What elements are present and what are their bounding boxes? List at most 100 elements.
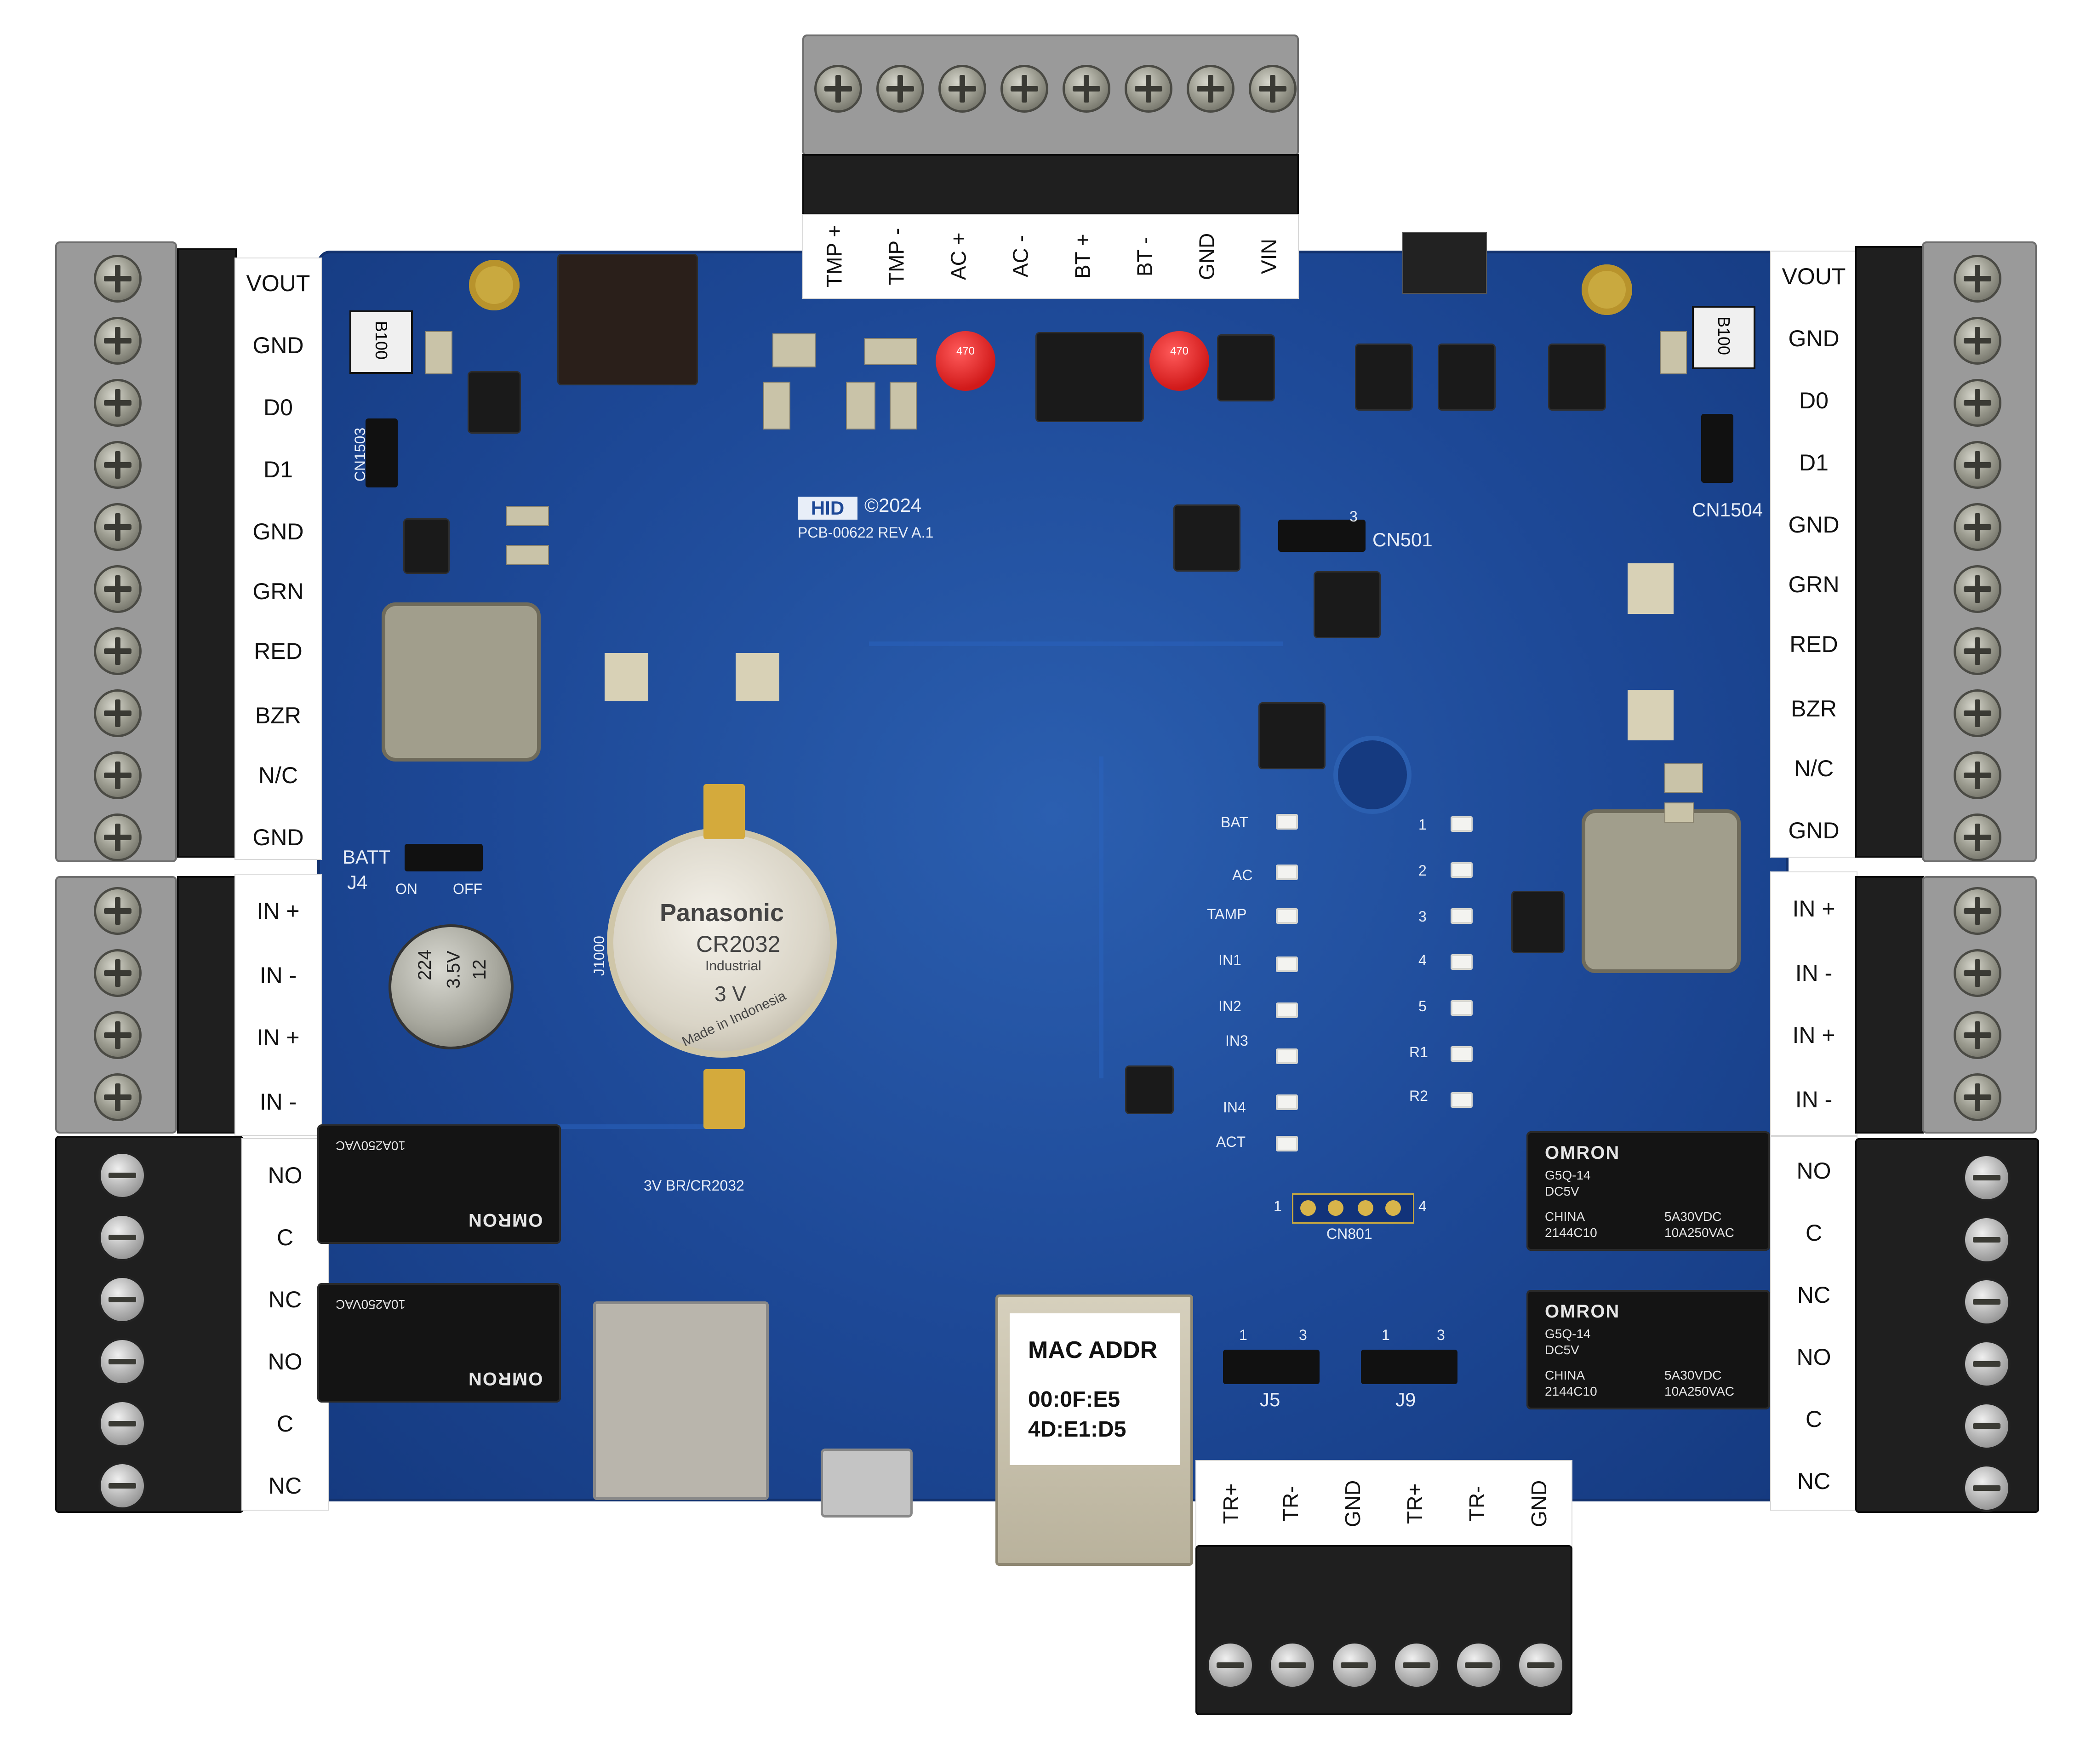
terminal-screw[interactable] <box>1954 1011 2001 1059</box>
terminal-screw[interactable] <box>94 565 142 613</box>
ic-chip <box>1356 345 1412 409</box>
terminal-screw[interactable] <box>1963 1402 2011 1450</box>
terminal-screw[interactable] <box>1954 317 2001 365</box>
terminal-screw[interactable] <box>94 503 142 551</box>
terminal-screw[interactable] <box>1954 565 2001 613</box>
left-relay-terminal-block[interactable] <box>55 1136 244 1513</box>
right-relay-terminal-block[interactable] <box>1855 1138 2039 1513</box>
terminal-screw[interactable] <box>1954 441 2001 489</box>
terminal-screw[interactable] <box>1954 627 2001 675</box>
terminal-screw[interactable] <box>94 813 142 861</box>
pin-label: NC <box>268 1473 302 1499</box>
cn501-jumper[interactable] <box>1278 520 1366 552</box>
top-terminal-plug[interactable] <box>802 34 1299 156</box>
led-label: 4 <box>1418 952 1427 968</box>
left-mid-terminal-plug[interactable] <box>55 876 177 1134</box>
terminal-screw[interactable] <box>1249 65 1297 113</box>
ethernet-jack[interactable]: MAC ADDR 00:0F:E5 4D:E1:D5 <box>995 1294 1193 1566</box>
sd-card-slot[interactable] <box>593 1301 769 1500</box>
terminal-screw[interactable] <box>1517 1641 1565 1689</box>
pin-number: 3 <box>1349 508 1358 525</box>
terminal-screw[interactable] <box>1954 887 2001 935</box>
terminal-screw[interactable] <box>94 255 142 303</box>
terminal-screw[interactable] <box>94 379 142 427</box>
terminal-screw[interactable] <box>1455 1641 1503 1689</box>
terminal-screw[interactable] <box>1000 65 1048 113</box>
terminal-screw[interactable] <box>94 689 142 737</box>
dip-switch[interactable] <box>559 255 697 384</box>
pin-label: BT - <box>1132 236 1157 276</box>
terminal-screw[interactable] <box>1954 379 2001 427</box>
terminal-screw[interactable] <box>98 1214 146 1261</box>
led-label: 2 <box>1418 862 1427 879</box>
terminal-screw[interactable] <box>1954 751 2001 799</box>
terminal-screw[interactable] <box>1963 1340 2011 1388</box>
batt-jumper[interactable] <box>405 844 483 871</box>
terminal-screw[interactable] <box>1206 1641 1254 1689</box>
terminal-screw[interactable] <box>1954 689 2001 737</box>
terminal-screw[interactable] <box>1963 1464 2011 1512</box>
header-pin <box>1300 1200 1316 1216</box>
terminal-screw[interactable] <box>94 1011 142 1059</box>
terminal-screw[interactable] <box>1125 65 1172 113</box>
tamper-switch[interactable] <box>1402 232 1487 294</box>
pin-label: IN - <box>1795 960 1833 986</box>
terminal-screw[interactable] <box>98 1276 146 1323</box>
cn1504-jumper[interactable] <box>1701 414 1733 483</box>
cn1504-label: CN1504 <box>1692 499 1763 521</box>
terminal-screw[interactable] <box>94 751 142 799</box>
terminal-screw[interactable] <box>1393 1641 1440 1689</box>
pin-label: BT + <box>1070 234 1095 279</box>
terminal-screw[interactable] <box>1954 503 2001 551</box>
status-led <box>1451 908 1473 924</box>
usb-port[interactable] <box>821 1449 913 1518</box>
terminal-screw[interactable] <box>1331 1641 1378 1689</box>
terminal-screw[interactable] <box>1963 1278 2011 1326</box>
terminal-screw[interactable] <box>98 1338 146 1386</box>
pin-label: N/C <box>258 762 298 788</box>
cap-text: 12 <box>469 959 490 980</box>
top-terminal-label-strip: TMP + TMP - AC + AC - BT + BT - GND VIN <box>802 214 1299 299</box>
terminal-screw[interactable] <box>1963 1154 2011 1202</box>
terminal-screw[interactable] <box>98 1462 146 1510</box>
terminal-screw[interactable] <box>94 887 142 935</box>
cn1503-jumper[interactable] <box>366 418 398 487</box>
smd-component <box>506 545 549 565</box>
led-label: IN3 <box>1225 1032 1248 1049</box>
right-mid-terminal-plug[interactable] <box>1922 876 2037 1134</box>
terminal-screw[interactable] <box>1963 1216 2011 1264</box>
terminal-screw[interactable] <box>938 65 986 113</box>
ic-chip <box>1175 506 1239 570</box>
terminal-screw[interactable] <box>1954 813 2001 861</box>
terminal-screw[interactable] <box>94 317 142 365</box>
left-upper-terminal-plug[interactable] <box>55 241 177 862</box>
pin-label: GND <box>1788 818 1840 843</box>
terminal-screw[interactable] <box>876 65 924 113</box>
terminal-screw[interactable] <box>1269 1641 1316 1689</box>
terminal-screw[interactable] <box>1187 65 1234 113</box>
pin-label: TMP + <box>822 225 846 288</box>
pin-label: GND <box>1341 1480 1365 1528</box>
right-upper-terminal-plug[interactable] <box>1922 241 2037 862</box>
relay-coil: DC5V <box>1545 1184 1579 1198</box>
terminal-screw[interactable] <box>94 1073 142 1121</box>
relay-k1802: OMRON 10A250VAC <box>317 1283 561 1403</box>
bottom-terminal-block[interactable] <box>1195 1545 1572 1715</box>
terminal-screw[interactable] <box>1063 65 1110 113</box>
terminal-screw[interactable] <box>94 949 142 997</box>
terminal-screw[interactable] <box>814 65 862 113</box>
terminal-screw[interactable] <box>1954 255 2001 303</box>
status-led <box>1276 1094 1298 1110</box>
j9-jumper[interactable] <box>1361 1350 1457 1384</box>
j5-jumper[interactable] <box>1223 1350 1320 1384</box>
terminal-screw[interactable] <box>98 1400 146 1448</box>
supercapacitor: 224 3.5V 12 <box>389 924 514 1049</box>
cn801-header[interactable] <box>1292 1193 1414 1224</box>
top-terminal-header <box>802 154 1299 218</box>
terminal-screw[interactable] <box>94 627 142 675</box>
terminal-screw[interactable] <box>1954 1073 2001 1121</box>
terminal-screw[interactable] <box>94 441 142 489</box>
terminal-screw[interactable] <box>98 1151 146 1199</box>
power-inductor <box>1582 809 1741 973</box>
terminal-screw[interactable] <box>1954 949 2001 997</box>
